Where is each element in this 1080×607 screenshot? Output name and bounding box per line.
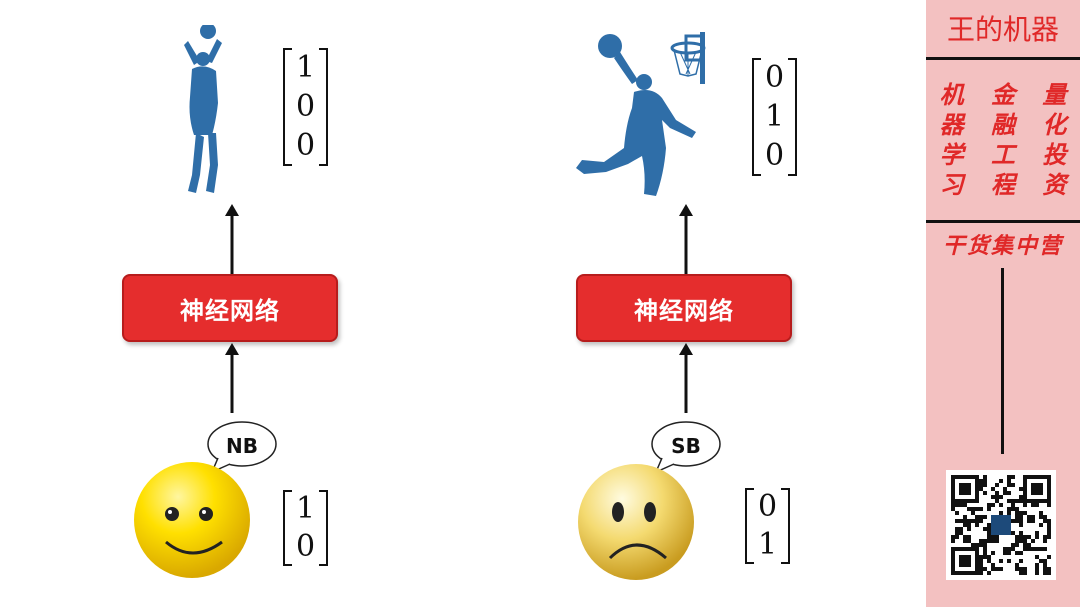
sidebar-slogan: 干货集中营 bbox=[942, 233, 1063, 259]
left-input-value-1: 0 bbox=[296, 529, 316, 564]
left-speech-bubble bbox=[207, 421, 277, 474]
topic-char: 机 bbox=[939, 80, 964, 109]
topic-char: 融 bbox=[990, 110, 1015, 139]
topic-char: 投 bbox=[1042, 140, 1067, 169]
topic-column-quant: 量 化 投 资 bbox=[1042, 80, 1066, 200]
right-neural-network-label: 神经网络 bbox=[634, 296, 734, 325]
left-lower-arrow bbox=[225, 343, 239, 413]
topic-char: 金 bbox=[990, 80, 1015, 109]
sidebar-vertical-line bbox=[1001, 268, 1004, 454]
topic-char: 工 bbox=[990, 140, 1015, 169]
topic-column-fe: 金 融 工 程 bbox=[991, 80, 1015, 200]
brand-title: 王的机器 bbox=[946, 13, 1059, 46]
smiley-face-icon bbox=[134, 462, 250, 578]
right-neural-network-box: 神经网络 bbox=[576, 274, 792, 342]
topic-char: 量 bbox=[1042, 80, 1067, 109]
topic-char: 器 bbox=[939, 110, 964, 139]
left-output-value-1: 0 bbox=[296, 88, 316, 124]
topic-char: 学 bbox=[939, 140, 964, 169]
left-output-vector: 1 0 0 bbox=[283, 48, 329, 166]
topic-char: 资 bbox=[1042, 170, 1067, 199]
right-lower-arrow bbox=[679, 343, 693, 413]
topic-char: 程 bbox=[990, 170, 1015, 199]
right-speech-bubble bbox=[651, 421, 721, 474]
basketball-dunker-icon bbox=[576, 32, 706, 196]
right-output-value-0: 0 bbox=[765, 59, 785, 95]
right-output-vector: 0 1 0 bbox=[752, 58, 798, 176]
brand-sidebar: 王的机器 机 器 学 习 金 融 工 程 量 化 投 资 干货集中营 bbox=[926, 0, 1080, 607]
basketball-shooter-icon bbox=[184, 25, 222, 193]
frowning-face-icon bbox=[578, 464, 694, 580]
topic-char: 习 bbox=[939, 170, 964, 199]
topic-char: 化 bbox=[1042, 110, 1067, 139]
left-neural-network-box: 神经网络 bbox=[122, 274, 338, 342]
left-upper-arrow bbox=[225, 204, 239, 276]
right-input-value-0: 0 bbox=[758, 489, 778, 524]
left-neural-network-label: 神经网络 bbox=[180, 296, 280, 325]
right-input-value-1: 1 bbox=[758, 527, 778, 562]
left-input-vector: 1 0 bbox=[283, 490, 329, 566]
left-speech-text: NB bbox=[226, 434, 258, 458]
qr-code-icon[interactable] bbox=[946, 470, 1056, 580]
right-output-value-1: 1 bbox=[765, 98, 785, 134]
left-output-value-2: 0 bbox=[296, 128, 316, 164]
left-input-value-0: 1 bbox=[296, 491, 316, 526]
topic-columns: 机 器 学 习 金 融 工 程 量 化 投 资 bbox=[926, 80, 1080, 200]
topic-column-ml: 机 器 学 习 bbox=[940, 80, 964, 200]
sidebar-divider-top bbox=[926, 57, 1080, 60]
right-speech-text: SB bbox=[671, 434, 701, 458]
right-upper-arrow bbox=[679, 204, 693, 276]
right-input-vector: 0 1 bbox=[745, 488, 791, 564]
right-output-value-2: 0 bbox=[765, 138, 785, 174]
left-output-value-0: 1 bbox=[296, 49, 316, 85]
sidebar-divider-mid bbox=[926, 220, 1080, 223]
